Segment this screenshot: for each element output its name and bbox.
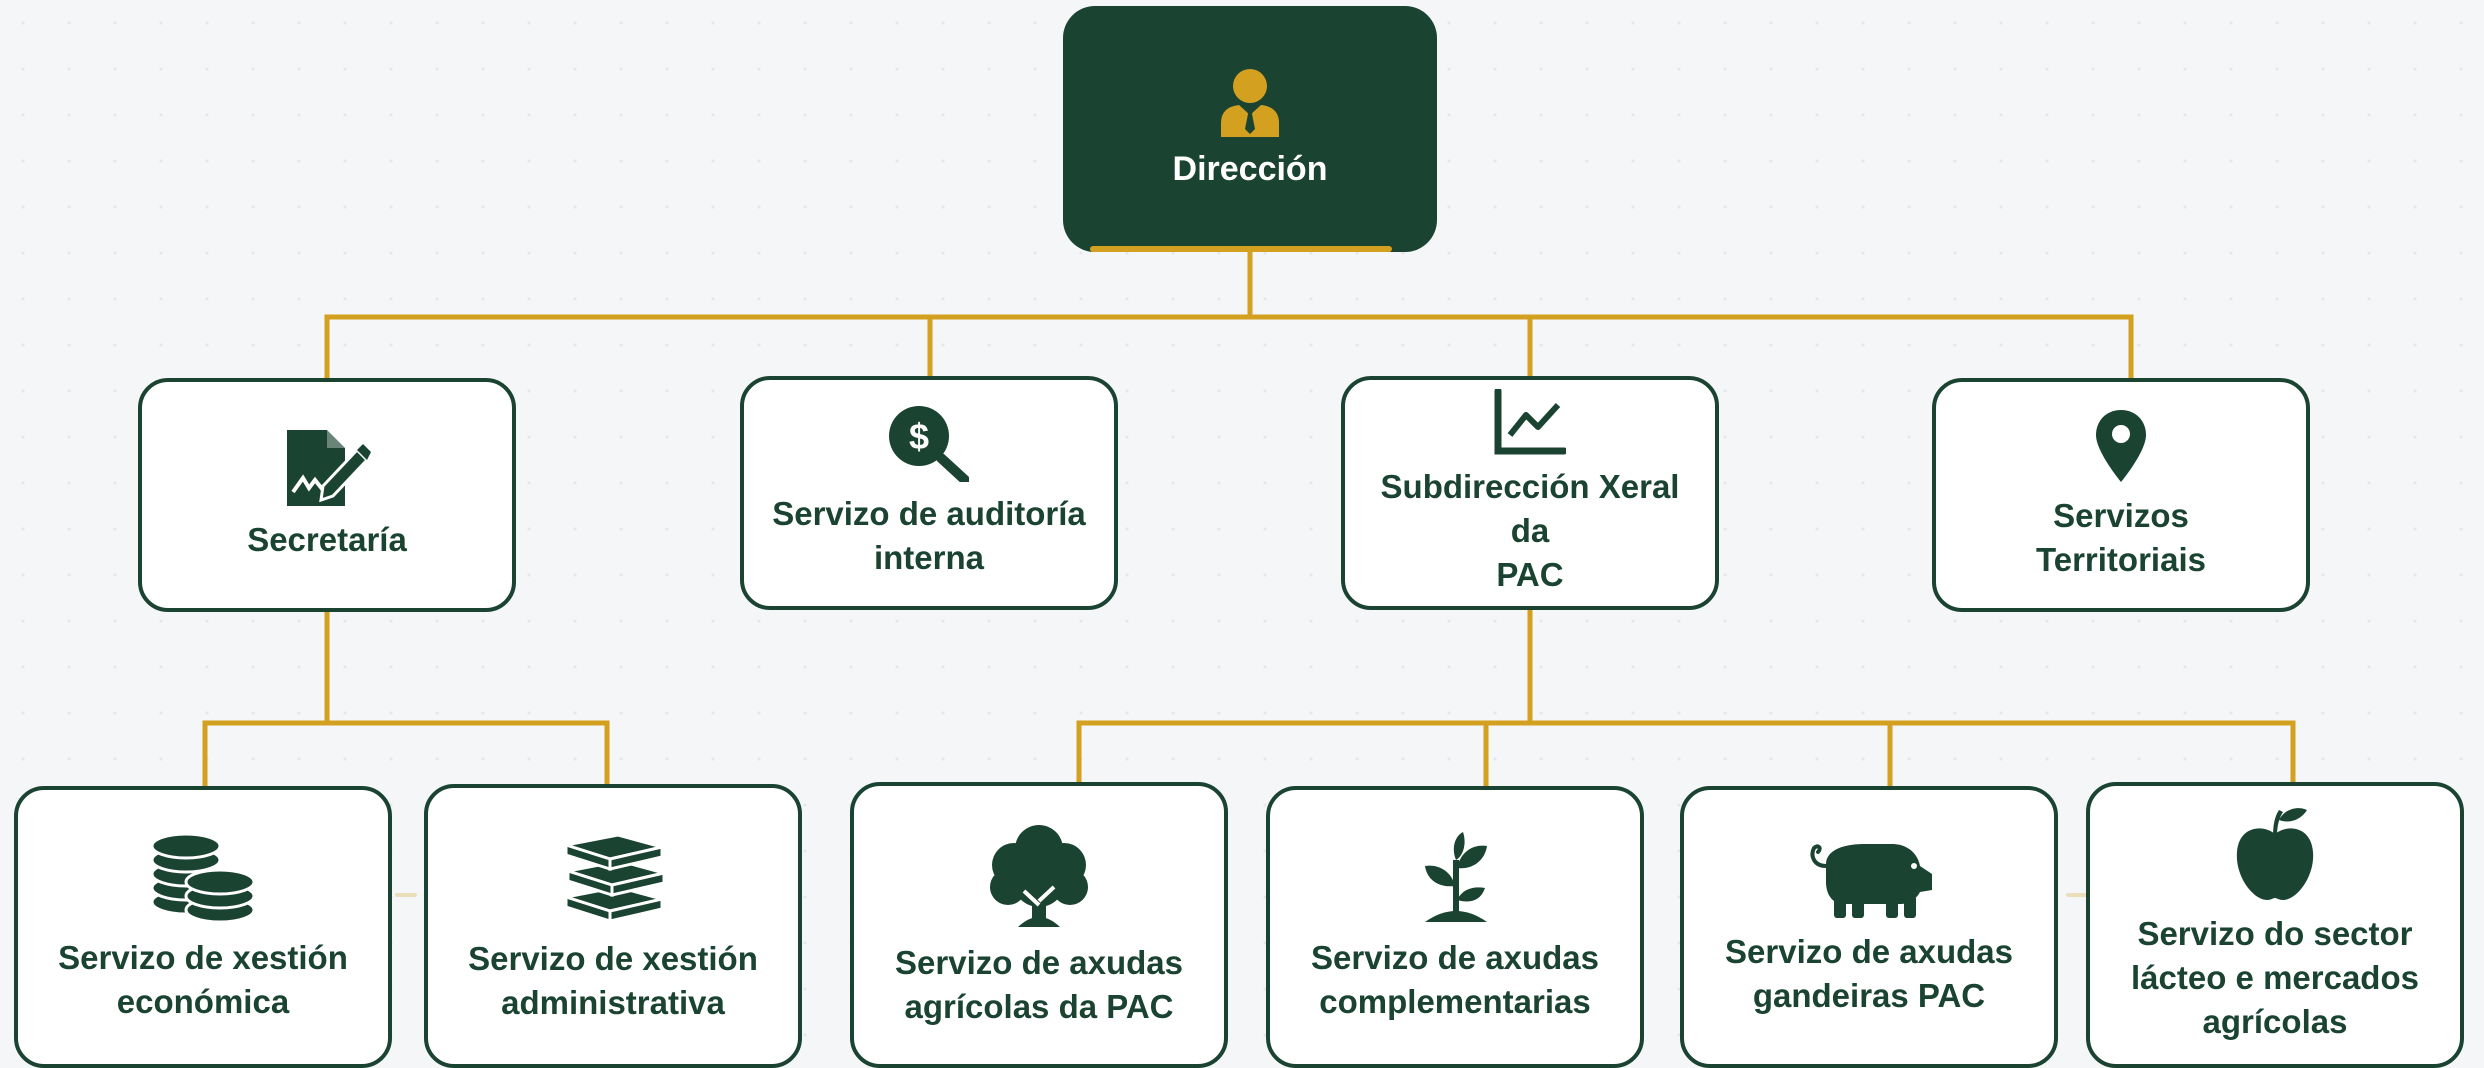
seedling-icon bbox=[1425, 832, 1487, 922]
node-sector-lacteo-mercados[interactable]: Servizo do sector lácteo e mercados agrí… bbox=[2086, 782, 2464, 1068]
node-label: Servizo de xestión económica bbox=[58, 939, 348, 1020]
node-label: Servizos Territoriais bbox=[2036, 497, 2206, 578]
document-signature-icon bbox=[287, 430, 371, 506]
node-xestion-economica[interactable]: Servizo de xestión económica bbox=[14, 786, 392, 1068]
map-pin-icon bbox=[2096, 410, 2146, 482]
node-axudas-gandeiras-pac[interactable]: Servizo de axudas gandeiras PAC bbox=[1680, 786, 2058, 1068]
node-label: Servizo de axudas gandeiras PAC bbox=[1725, 933, 2013, 1014]
node-label: Servizo de xestión administrativa bbox=[468, 940, 758, 1021]
decorative-dash bbox=[395, 893, 417, 897]
dollar-search-icon: $ bbox=[889, 406, 969, 482]
pig-icon bbox=[1810, 844, 1932, 918]
books-icon bbox=[564, 833, 666, 924]
node-secretaria[interactable]: Secretaría bbox=[138, 378, 516, 612]
node-label: Servizo de auditoría interna bbox=[772, 495, 1086, 576]
node-label: Subdirección Xeral da PAC bbox=[1380, 468, 1680, 593]
coins-icon bbox=[150, 832, 256, 924]
node-servizos-territoriais[interactable]: Servizos Territoriais bbox=[1932, 378, 2310, 612]
node-subdireccion-xeral-pac[interactable]: Subdirección Xeral da PAC bbox=[1341, 376, 1719, 610]
svg-text:$: $ bbox=[909, 416, 929, 457]
apple-icon bbox=[2236, 808, 2314, 900]
node-label: Servizo de axudas agrícolas da PAC bbox=[895, 944, 1183, 1025]
node-xestion-administrativa[interactable]: Servizo de xestión administrativa bbox=[424, 784, 802, 1068]
root-node-label: Dirección bbox=[1172, 150, 1328, 188]
root-node-direccion[interactable]: Dirección bbox=[1063, 6, 1437, 252]
node-axudas-agricolas-pac[interactable]: Servizo de axudas agrícolas da PAC bbox=[850, 782, 1228, 1068]
node-label: Servizo do sector lácteo e mercados agrí… bbox=[2131, 915, 2419, 1040]
decorative-dash bbox=[2066, 893, 2088, 897]
tree-icon bbox=[990, 825, 1088, 927]
node-label: Secretaría bbox=[247, 521, 407, 558]
node-label: Servizo de axudas complementarias bbox=[1311, 939, 1599, 1020]
node-axudas-complementarias[interactable]: Servizo de axudas complementarias bbox=[1266, 786, 1644, 1068]
root-accent-bar bbox=[1090, 246, 1392, 252]
person-icon bbox=[1221, 69, 1279, 137]
line-chart-icon bbox=[1494, 389, 1566, 455]
node-auditoria-interna[interactable]: $ Servizo de auditoría interna bbox=[740, 376, 1118, 610]
